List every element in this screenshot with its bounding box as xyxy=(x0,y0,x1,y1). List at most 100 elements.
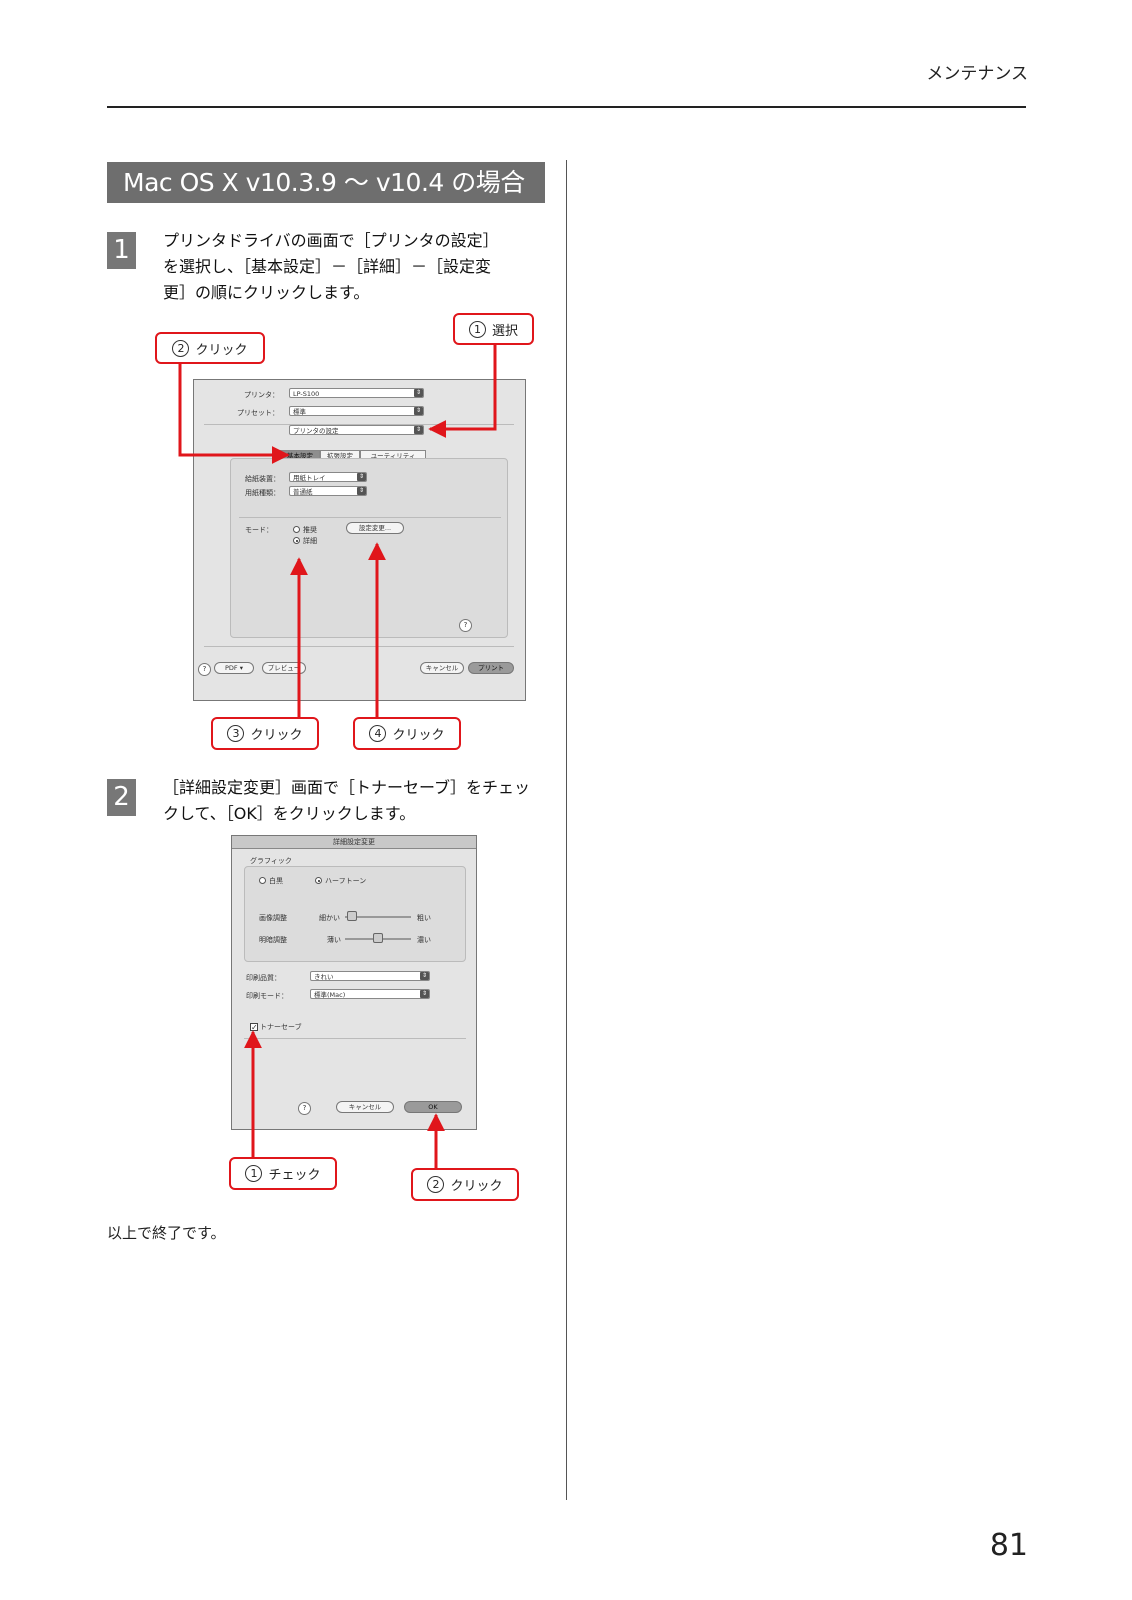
popup-arrow-icon: ⇕ xyxy=(420,972,429,980)
callout-number: 4 xyxy=(369,725,387,742)
callout-label: チェック xyxy=(268,1168,321,1183)
feed-label: 給紙装置： xyxy=(245,475,280,483)
callout-label: クリック xyxy=(450,1179,503,1194)
step-2-text: ［詳細設定変更］画面で［トナーセーブ］をチェッ クして、［OK］をクリックします… xyxy=(163,775,547,827)
sharp-right-label: 濃い xyxy=(417,936,431,944)
image-left-label: 細かい xyxy=(319,914,340,922)
mode-radio-detail[interactable] xyxy=(293,537,300,544)
callout-number: 1 xyxy=(468,320,486,338)
step-2-line-1: ［詳細設定変更］画面で［トナーセーブ］をチェッ xyxy=(163,778,531,797)
callout-1-select: 1 選択 xyxy=(453,313,534,345)
cancel-button[interactable]: キャンセル xyxy=(336,1101,394,1113)
popup-arrow-icon: ⇕ xyxy=(357,473,366,481)
quality-popup[interactable]: きれい ⇕ xyxy=(310,971,430,981)
print-mode-value: 標準(Mac) xyxy=(314,991,346,999)
step-1-line-2: を選択し、［基本設定］－［詳細］－［設定変 xyxy=(163,257,492,276)
radio-halftone-label: ハーフトーン xyxy=(325,877,367,885)
ok-button[interactable]: OK xyxy=(404,1101,462,1113)
radio-mono[interactable] xyxy=(259,877,266,884)
print-button[interactable]: プリント xyxy=(468,662,514,674)
mode-option-recommended: 推奨 xyxy=(303,526,317,534)
graphic-group: 白黒 ハーフトーン 画像調整 細かい 粗い 明暗調整 薄い 濃い xyxy=(244,866,466,962)
step-1-text: プリンタドライバの画面で［プリンタの設定］ を選択し、［基本設定］－［詳細］－［… xyxy=(163,228,547,306)
callout-number: 2 xyxy=(172,339,190,357)
popup-arrow-icon: ⇕ xyxy=(414,389,423,397)
paper-popup[interactable]: 普通紙 ⇕ xyxy=(289,486,367,496)
end-text: 以上で終了です。 xyxy=(107,1224,226,1242)
paper-label: 用紙種類： xyxy=(245,489,280,497)
step-1-line-3: 更］の順にクリックします。 xyxy=(163,283,370,302)
callout-number: 2 xyxy=(427,1176,445,1193)
help-icon[interactable]: ? xyxy=(198,663,211,676)
radio-mono-label: 白黒 xyxy=(269,877,283,885)
callout-label: クリック xyxy=(392,728,445,743)
callout-1-check: 1 チェック xyxy=(229,1157,337,1190)
sharp-label: 明暗調整 xyxy=(259,936,287,944)
step-2-line-2: クして、［OK］をクリックします。 xyxy=(163,804,416,823)
detail-dialog-screenshot: 詳細設定変更 グラフィック 白黒 ハーフトーン 画像調整 細かい 粗い 明暗調整… xyxy=(231,835,477,1130)
cancel-button[interactable]: キャンセル xyxy=(420,662,464,674)
mode-label: モード： xyxy=(245,526,273,534)
image-slider[interactable] xyxy=(345,916,411,918)
separator xyxy=(204,646,514,647)
preset-label: プリセット： xyxy=(237,409,279,417)
help-icon[interactable]: ? xyxy=(298,1102,311,1115)
paper-value: 普通紙 xyxy=(293,488,313,496)
print-mode-label: 印刷モード： xyxy=(246,992,288,1000)
dialog-title: 詳細設定変更 xyxy=(232,836,476,849)
callout-number: 3 xyxy=(227,725,245,742)
header-rule xyxy=(107,106,1026,108)
callout-3-click: 3 クリック xyxy=(211,717,319,750)
sharp-slider-knob[interactable] xyxy=(373,933,383,943)
printer-popup[interactable]: LP-S100 ⇕ xyxy=(289,388,424,398)
graphic-label: グラフィック xyxy=(250,857,292,865)
settings-change-button[interactable]: 設定変更... xyxy=(346,522,404,534)
callout-label: 選択 xyxy=(491,323,518,339)
pdf-button[interactable]: PDF ▾ xyxy=(214,662,254,674)
column-divider xyxy=(566,160,567,1500)
page-number: 81 xyxy=(989,1528,1028,1563)
callout-4-click: 4 クリック xyxy=(353,717,461,750)
printer-value: LP-S100 xyxy=(293,390,320,398)
step-1-line-1: プリンタドライバの画面で［プリンタの設定］ xyxy=(163,231,499,250)
preset-value: 標準 xyxy=(293,408,306,416)
popup-arrow-icon: ⇕ xyxy=(414,426,423,434)
image-right-label: 粗い xyxy=(417,914,431,922)
callout-label: クリック xyxy=(195,342,248,358)
quality-label: 印刷品質： xyxy=(246,974,281,982)
arrow-basic-tab xyxy=(178,364,290,464)
preset-popup[interactable]: 標準 ⇕ xyxy=(289,406,424,416)
popup-arrow-icon: ⇕ xyxy=(414,407,423,415)
pane-value: プリンタの設定 xyxy=(293,427,339,435)
separator xyxy=(239,517,501,518)
printer-label: プリンタ： xyxy=(244,391,279,399)
mode-radio-recommended[interactable] xyxy=(293,526,300,533)
pane-popup[interactable]: プリンタの設定 ⇕ xyxy=(289,425,424,435)
print-mode-popup[interactable]: 標準(Mac) ⇕ xyxy=(310,989,430,999)
step-1-number: 1 xyxy=(107,232,136,269)
help-icon[interactable]: ? xyxy=(459,619,472,632)
arrow-select xyxy=(428,345,497,438)
image-adjust-label: 画像調整 xyxy=(259,914,287,922)
separator xyxy=(204,424,514,425)
sharp-left-label: 薄い xyxy=(327,936,341,944)
mode-option-detail: 詳細 xyxy=(303,537,317,545)
popup-arrow-icon: ⇕ xyxy=(357,487,366,495)
separator xyxy=(244,1038,466,1039)
quality-value: きれい xyxy=(314,973,334,981)
popup-arrow-icon: ⇕ xyxy=(420,990,429,998)
callout-2-click: 2 クリック xyxy=(155,332,265,364)
radio-halftone[interactable] xyxy=(315,877,322,884)
section-header: メンテナンス xyxy=(926,64,1028,84)
callout-label: クリック xyxy=(250,728,303,743)
section-title: Mac OS X v10.3.9 〜 v10.4 の場合 xyxy=(107,162,545,203)
callout-number: 1 xyxy=(245,1165,263,1182)
toner-save-label: トナーセーブ xyxy=(260,1023,302,1031)
feed-value: 用紙トレイ xyxy=(293,474,326,482)
callout-2-click: 2 クリック xyxy=(411,1168,519,1201)
step-2-number: 2 xyxy=(107,779,136,816)
image-slider-knob[interactable] xyxy=(347,911,357,921)
preview-button[interactable]: プレビュー xyxy=(262,662,306,674)
feed-popup[interactable]: 用紙トレイ ⇕ xyxy=(289,472,367,482)
